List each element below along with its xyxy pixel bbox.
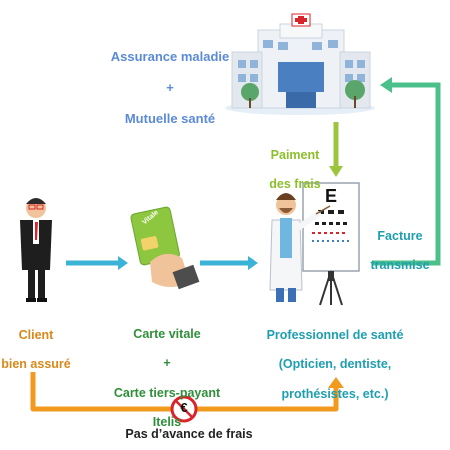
card-hand-illustration [130, 206, 200, 290]
invoice-label: Facture transmise [362, 214, 438, 288]
payment-line2: des frais [269, 177, 321, 192]
card-label: Carte vitale + Carte tiers-payant Itelis [102, 312, 232, 445]
payment-label: Paiment des frais [258, 133, 332, 207]
professional-line2: (Opticien, dentiste, [278, 357, 392, 372]
eye-chart-letter: E [324, 186, 337, 206]
professional-label: Professionnel de santé (Opticien, dentis… [250, 313, 420, 416]
client-figure [20, 198, 52, 302]
client-label: Client bien assuré [0, 313, 72, 387]
insurance-line1: Assurance maladie [110, 49, 230, 65]
card-line3: Itelis [152, 415, 182, 430]
card-plus: + [163, 356, 171, 371]
arrow-card-to-professional [200, 256, 258, 270]
professional-line1: Professionnel de santé [266, 327, 404, 342]
arrow-client-to-card [66, 256, 128, 270]
euro-symbol: € [180, 400, 188, 415]
payment-line1: Paiment [270, 147, 320, 162]
client-line2: bien assuré [1, 357, 71, 372]
arrow-invoice [372, 77, 441, 266]
insurance-plus: + [166, 79, 174, 95]
insurance-label: Assurance maladie + Mutuelle santé [95, 34, 245, 141]
no-euro-sign [170, 395, 198, 423]
hospital-building [225, 13, 375, 115]
card-line2: Carte tiers-payant [113, 385, 221, 400]
card-line1: Carte vitale [133, 326, 201, 341]
invoice-line2: transmise [370, 258, 430, 273]
insurance-line2: Mutuelle santé [124, 110, 216, 126]
arrow-payment [329, 122, 343, 177]
doctor-figure [269, 193, 331, 302]
client-line1: Client [18, 327, 54, 342]
professional-line3: prothésistes, etc.) [281, 386, 389, 401]
no-advance-label: Pas d’avance de frais [125, 427, 253, 441]
invoice-line1: Facture [377, 228, 423, 243]
